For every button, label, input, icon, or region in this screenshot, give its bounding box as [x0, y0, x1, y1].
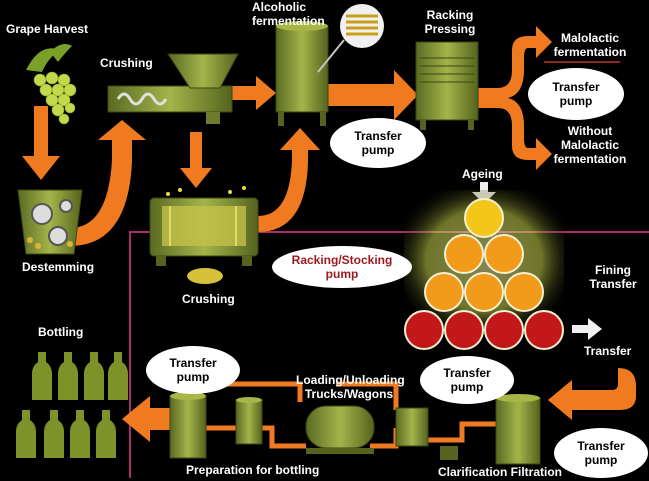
barrel-icon: [424, 272, 464, 312]
label-ageing: Ageing: [462, 167, 503, 181]
barrel-out-arrow: [572, 318, 602, 340]
pump-label: Transfer pump: [443, 366, 491, 394]
bottle-icon: [58, 352, 78, 400]
pump-label: Transfer pump: [577, 439, 625, 467]
barrel-icon: [464, 198, 504, 238]
bottle-icon: [84, 352, 104, 400]
pump-label: Transfer pump: [169, 356, 217, 384]
label-crushing-top: Crushing: [100, 56, 153, 70]
barrel-icon: [484, 310, 524, 350]
barrel-icon: [464, 272, 504, 312]
barrel-icon: [444, 234, 484, 274]
flow-arrows: [22, 26, 636, 442]
barrel-icon: [404, 310, 444, 350]
pump-label: Transfer pump: [552, 80, 600, 108]
label-bottling: Bottling: [38, 325, 84, 339]
racking-press: [415, 41, 479, 130]
fermentation-tank: [275, 4, 384, 126]
barrel-pyramid: [404, 198, 564, 350]
grape-icon: [26, 44, 77, 125]
barrel-icon: [444, 310, 484, 350]
bottle-icon: [32, 352, 52, 400]
barrel-icon: [524, 310, 564, 350]
racking-stocking-pump: Racking/Stocking pump: [272, 246, 412, 288]
press-machine: [149, 186, 259, 284]
barrel-icon: [484, 234, 524, 274]
crusher-machine: [107, 53, 239, 124]
barrel-icon: [504, 272, 544, 312]
bottle-icon: [16, 410, 36, 458]
bottom-pipeline: [206, 381, 496, 449]
transfer-pump-1: Transfer pump: [528, 68, 624, 120]
bottle-icon: [70, 410, 90, 458]
bottle-icons: [16, 352, 128, 458]
label-racking-pressing: Racking Pressing: [424, 8, 476, 36]
label-fining-transfer: Fining Transfer: [589, 263, 637, 291]
pump-label: Transfer pump: [354, 129, 402, 157]
label-malolactic-fermentation: Malolactic fermentation: [553, 31, 627, 59]
label-crushing-bottom: Crushing: [182, 292, 235, 306]
label-without-malolactic: Without Malolactic fermentation: [553, 124, 627, 166]
label-preparation-for-bottling: Preparation for bottling: [186, 463, 320, 477]
label-loading-unloading: Loading/Unloading Trucks/Wagons: [296, 373, 405, 401]
transfer-pump-3: Transfer pump: [146, 346, 240, 394]
label-clarification-filtration: Clarification Filtration: [438, 465, 563, 479]
pump-label: Racking/Stocking pump: [291, 253, 393, 281]
transfer-pump-2: Transfer pump: [330, 118, 426, 168]
transfer-pump-4: Transfer pump: [420, 356, 514, 404]
bottle-icon: [44, 410, 64, 458]
label-grape-harvest: Grape Harvest: [6, 22, 89, 36]
transfer-pump-5: Transfer pump: [554, 428, 648, 478]
label-destemming: Destemming: [22, 260, 95, 274]
bottle-icon: [96, 410, 116, 458]
destemming-machine: [17, 189, 83, 255]
bottle-icon: [108, 352, 128, 400]
label-alcoholic-fermentation: Alcoholic fermentation: [252, 0, 325, 28]
label-transfer: Transfer: [584, 344, 632, 358]
bottom-equipment: [169, 392, 541, 465]
